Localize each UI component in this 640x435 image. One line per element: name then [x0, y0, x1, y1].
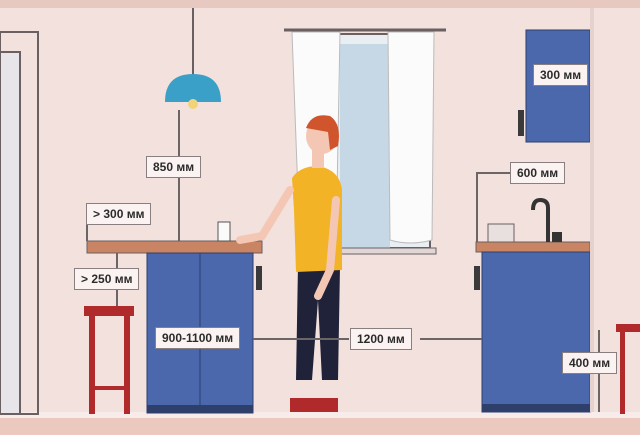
bar-stool	[84, 306, 134, 414]
window	[284, 28, 446, 255]
person	[236, 115, 342, 412]
backsplash-height-label: 600 мм	[510, 162, 566, 184]
side-gap-label: 400 мм	[562, 352, 618, 374]
stool-gap-label: > 250 мм	[74, 268, 140, 290]
lamp-height-label: 850 мм	[146, 156, 202, 178]
island	[86, 221, 263, 414]
pendant-lamp	[165, 8, 221, 109]
side-stool	[616, 324, 640, 414]
upper-cabinet-depth-label: 300 мм	[533, 64, 589, 86]
kitchen-counter	[474, 197, 591, 413]
upper-cabinet	[518, 29, 591, 143]
floor	[0, 418, 640, 435]
aisle-width-label: 1200 мм	[350, 328, 412, 350]
counter-overhang-label: > 300 мм	[86, 203, 152, 225]
door	[0, 31, 39, 415]
counter-height-label: 900-1100 мм	[155, 327, 241, 349]
